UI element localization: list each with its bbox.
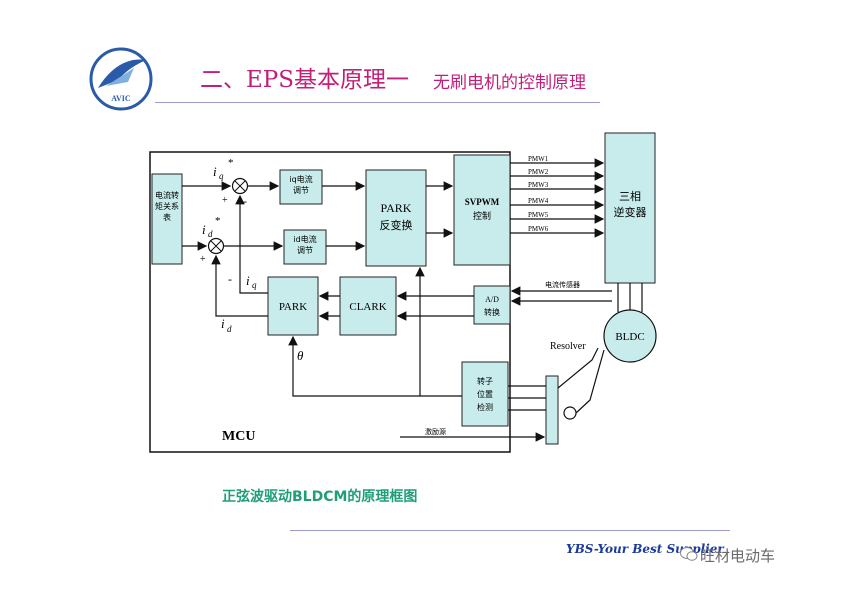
rotor-position-block (461, 361, 509, 427)
footer-divider (290, 530, 730, 531)
iq-ref-sub: q (219, 171, 224, 181)
id-regulator-block (283, 229, 327, 265)
id-fb-sub: d (227, 324, 232, 334)
iq-regulator-block (279, 169, 323, 205)
excitation-label: 激励源 (425, 427, 446, 436)
resolver-coil (563, 406, 577, 420)
iq-plus: + (222, 195, 228, 206)
id-ref-star: * (215, 215, 221, 227)
page-title: 二、EPS基本原理一 (200, 67, 410, 93)
svpwm-block (453, 154, 511, 266)
iq-fb-label: i (246, 273, 250, 288)
pmw5-label: PMW5 (528, 211, 549, 219)
clark-block (339, 276, 397, 336)
theta-label: θ (297, 348, 304, 363)
diagram-caption: 正弦波驱动BLDCM的原理框图 (222, 489, 418, 505)
inverter-block (604, 132, 656, 284)
pmw3-label: PMW3 (528, 181, 549, 189)
id-plus: + (200, 254, 206, 265)
resolver-label: Resolver (550, 341, 586, 352)
iq-ref-label: i (213, 164, 217, 179)
pmw1-label: PMW1 (528, 155, 549, 163)
ad-line1: A/D (485, 295, 499, 304)
avic-logo: AVIC (89, 47, 153, 111)
clark-label: CLARK (349, 301, 386, 313)
id-fb-label: i (221, 316, 225, 331)
title-divider (155, 102, 600, 103)
iq-minus: - (243, 194, 247, 208)
rotor-line1: 转子 (477, 376, 493, 386)
park-inverse-line2: 反变换 (380, 218, 413, 232)
logo-text: AVIC (111, 94, 131, 103)
mcu-label: MCU (222, 429, 255, 444)
inverter-line1: 三相 (619, 190, 641, 203)
page-subtitle: 无刷电机的控制原理 (433, 73, 586, 93)
id-minus: - (228, 272, 232, 286)
park-block (267, 276, 319, 336)
resolver-interface (545, 375, 559, 445)
bldc-label: BLDC (615, 331, 644, 343)
park-inverse-block (365, 169, 427, 267)
inverter-line2: 逆变器 (614, 205, 647, 219)
iq-regulator-label: iq电流调节 (289, 175, 313, 195)
pmw4-label: PMW4 (528, 197, 549, 205)
current-sensor-label: 电流传感器 (545, 280, 580, 289)
ad-line2: 转换 (484, 307, 500, 317)
svpwm-line2: 控制 (473, 210, 491, 221)
current-relation-label: 电流转矩关系表 (155, 191, 179, 222)
current-relation-block (151, 173, 183, 265)
iq-ref-star: * (228, 157, 234, 169)
wechat-icon (680, 547, 698, 561)
ad-converter-block (473, 285, 511, 325)
svpwm-line1: SVPWM (465, 197, 500, 207)
pmw6-label: PMW6 (528, 225, 549, 233)
bldc-motor (603, 309, 657, 363)
watermark-text: 旺材电动车 (700, 547, 776, 565)
rotor-line3: 检测 (477, 402, 493, 412)
park-label: PARK (279, 301, 307, 313)
rotor-line2: 位置 (477, 389, 493, 399)
id-regulator-label: id电流调节 (293, 235, 317, 255)
id-ref-label: i (202, 222, 206, 237)
id-ref-sub: d (208, 229, 213, 239)
iq-fb-sub: q (252, 280, 257, 290)
park-inverse-line1: PARK (381, 201, 412, 215)
pmw2-label: PMW2 (528, 168, 549, 176)
